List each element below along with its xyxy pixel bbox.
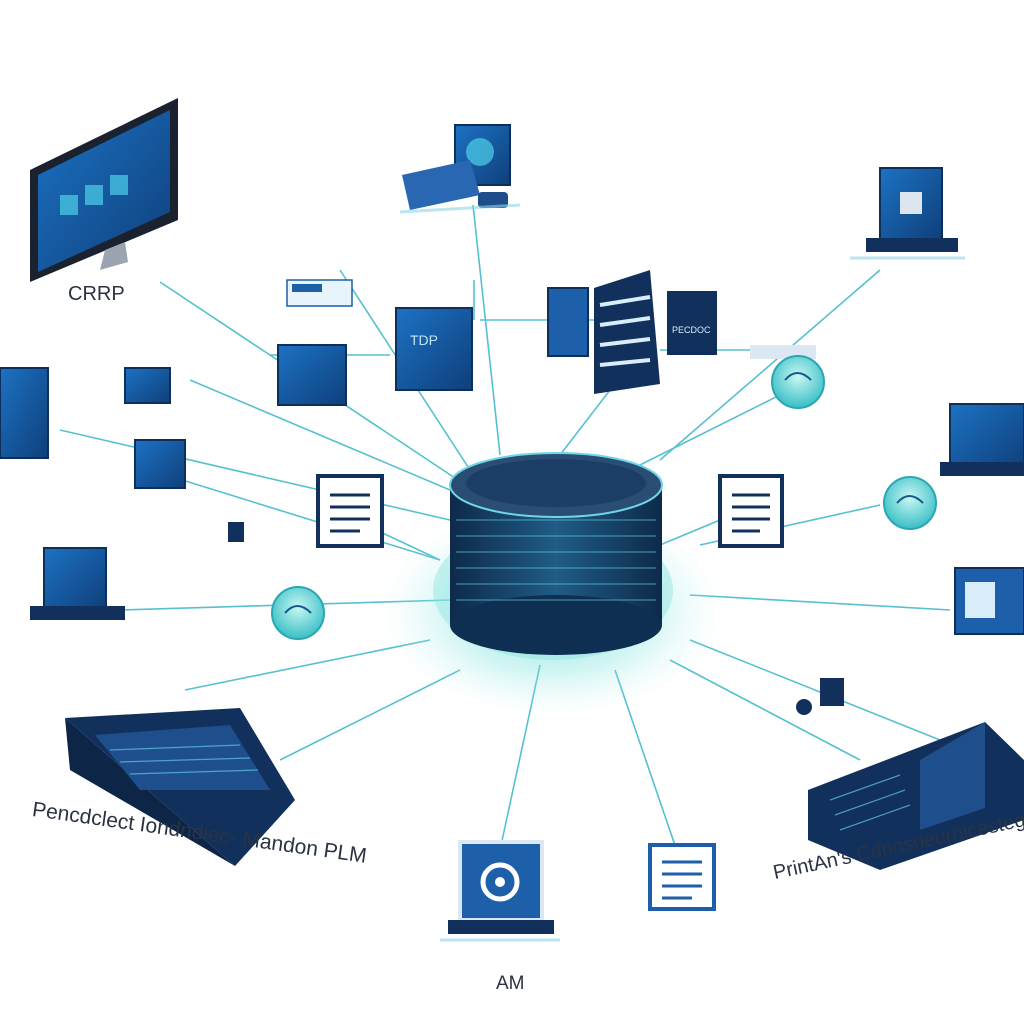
link-pc-2 (689, 639, 941, 741)
link-globe-right (639, 384, 801, 466)
bottom-doc-screen (648, 843, 716, 911)
globe-icon (271, 586, 325, 640)
monitor-screen (38, 110, 170, 272)
top-right-device (850, 167, 965, 260)
link-left-upper (189, 379, 451, 491)
central-database (382, 452, 722, 715)
server-tower (594, 270, 660, 394)
print-server (808, 722, 1024, 870)
am-monitor (440, 840, 560, 942)
data-panel-text: PECDOC (672, 325, 711, 335)
link-plm (184, 639, 431, 691)
globe-icon (883, 476, 937, 530)
database-top-inner (466, 459, 646, 507)
am-label: AM (496, 973, 525, 994)
document-screens (316, 474, 784, 548)
data-panel (667, 291, 717, 355)
database-stripes (456, 519, 656, 601)
link-left-edge (59, 429, 451, 521)
left-devices (0, 367, 244, 620)
upper-cluster: TDP PECDOC (277, 270, 816, 406)
database-base (450, 595, 662, 655)
globe-nodes (271, 355, 937, 640)
tdp-panel (395, 307, 473, 391)
link-left-mid (149, 469, 441, 561)
globe-icon (771, 355, 825, 409)
crrp-label: CRRP (68, 283, 125, 305)
link-right-mid (689, 594, 951, 611)
top-workstation (399, 124, 521, 214)
crrp-monitor (30, 98, 178, 282)
tdp-panel-text: TDP (410, 332, 438, 348)
link-top-workstation (472, 204, 501, 456)
right-devices (796, 403, 1024, 715)
link-top-right (659, 269, 881, 461)
monitor-stand (100, 242, 128, 270)
link-tower (559, 389, 611, 456)
link-pc (669, 659, 861, 761)
plm-server (65, 708, 295, 866)
link-plm-2 (279, 669, 461, 761)
